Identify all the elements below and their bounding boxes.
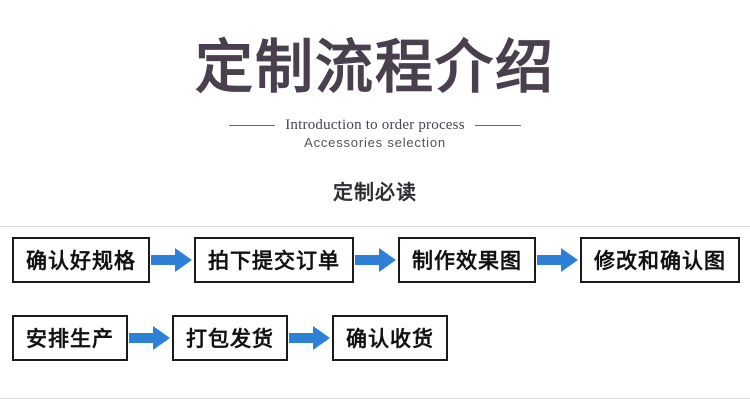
flow-step-4-label: 修改和确认图 (594, 249, 726, 273)
rule-right-icon (474, 124, 521, 126)
must-read-heading: 定制必读 (333, 179, 417, 204)
arrow-right-icon (150, 245, 194, 275)
subtitle-row: Introduction to order process (0, 117, 750, 134)
flow-step-2[interactable]: 拍下提交订单 (194, 237, 354, 283)
page-header: 定制流程介绍 Introduction to order process Acc… (0, 33, 750, 204)
subtitle-english-secondary: Accessories selection (304, 134, 446, 150)
flow-row-1: 确认好规格 拍下提交订单 制作效果图 修改和确认图 (0, 232, 750, 288)
flow-step-4[interactable]: 修改和确认图 (580, 237, 740, 283)
flow-step-3-label: 制作效果图 (412, 249, 522, 273)
flow-step-1[interactable]: 确认好规格 (12, 237, 150, 283)
flow-step-1-label: 确认好规格 (26, 249, 136, 273)
divider-bottom (0, 398, 750, 399)
flow-diagram: 确认好规格 拍下提交订单 制作效果图 修改和确认图 安排生产 (0, 232, 750, 366)
flow-step-5[interactable]: 安排生产 (12, 315, 128, 361)
flow-step-3[interactable]: 制作效果图 (398, 237, 536, 283)
flow-row-2: 安排生产 打包发货 确认收货 (0, 310, 750, 366)
flow-step-7[interactable]: 确认收货 (332, 315, 448, 361)
arrow-right-icon (128, 323, 172, 353)
flow-step-7-label: 确认收货 (346, 327, 434, 351)
flow-step-6[interactable]: 打包发货 (172, 315, 288, 361)
divider-top (0, 226, 750, 227)
rule-left-icon (229, 124, 276, 126)
flow-step-5-label: 安排生产 (26, 327, 114, 351)
arrow-right-icon (536, 245, 580, 275)
subtitle-english: Introduction to order process (285, 116, 465, 133)
page-title: 定制流程介绍 (194, 33, 555, 101)
flow-step-6-label: 打包发货 (186, 327, 274, 351)
arrow-right-icon (354, 245, 398, 275)
flow-step-2-label: 拍下提交订单 (208, 249, 340, 273)
arrow-right-icon (288, 323, 332, 353)
